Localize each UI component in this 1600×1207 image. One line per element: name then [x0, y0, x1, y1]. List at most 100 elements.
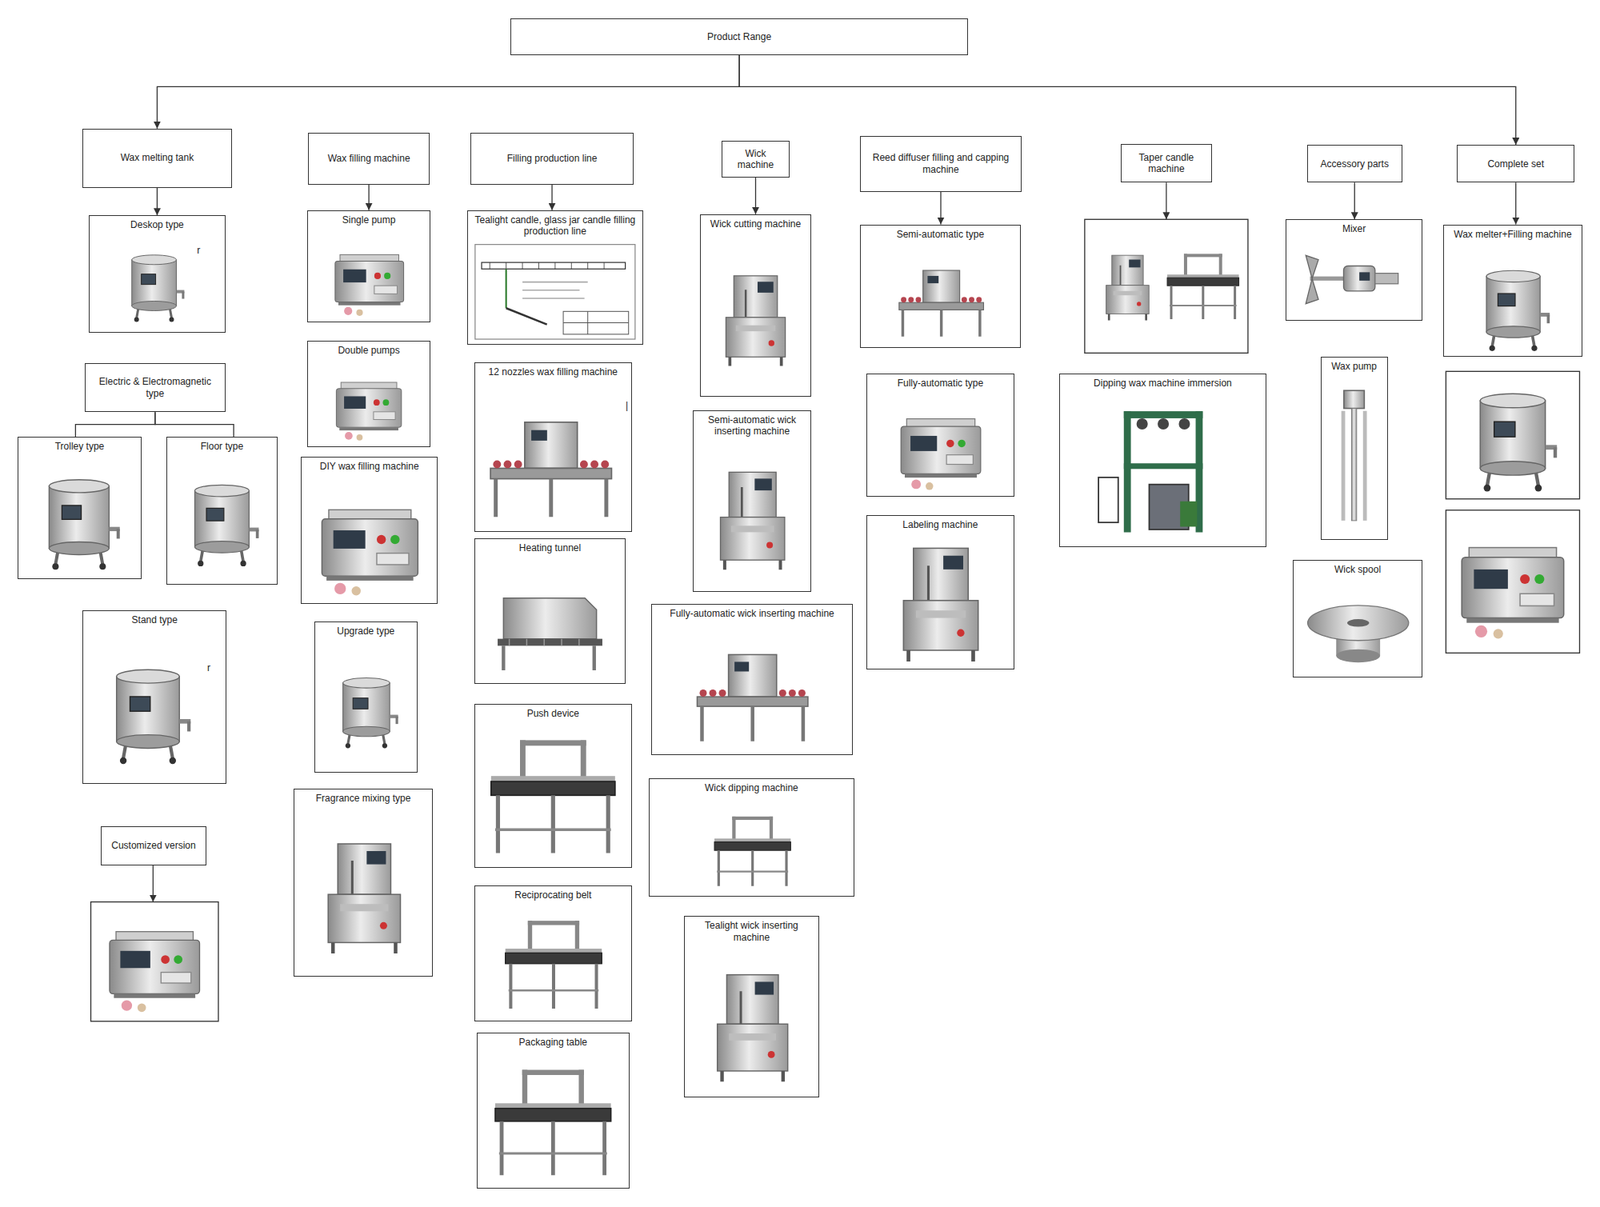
machine-picture: [1461, 548, 1564, 640]
category-box: Wax melting tank: [82, 128, 232, 188]
machine-picture: [1486, 270, 1550, 352]
node-label: Push device: [480, 708, 626, 720]
product-box: Semi-automatic type: [860, 224, 1020, 348]
connector-arrow: [156, 55, 740, 129]
node-label: Accessory parts: [1312, 158, 1397, 170]
product-box: Fully-automatic type: [866, 373, 1015, 497]
node-label: DIY wax filling machine: [306, 460, 432, 472]
product-box: Fully-automatic wick inserting machine: [651, 604, 854, 756]
category-box: Wax filling machine: [308, 132, 430, 185]
node-label: Wax melting tank: [88, 152, 226, 164]
product-box: Trolley type: [17, 436, 143, 580]
node-label: Double pumps: [312, 344, 425, 356]
machine-picture: [48, 480, 120, 571]
layout-drawing: [475, 244, 636, 340]
category-box: Electric & Electromagnetic type: [84, 363, 226, 412]
node-label: Single pump: [312, 214, 425, 226]
picture-box: [1445, 371, 1580, 499]
machine-picture: [1480, 393, 1557, 492]
node-label: 12 nozzles wax filling machine: [480, 366, 626, 378]
node-label: Upgrade type: [320, 625, 412, 637]
machine-picture: [497, 598, 603, 671]
machine-picture: [490, 422, 612, 517]
machine-picture: [1167, 253, 1240, 320]
connector-arrow: [368, 184, 369, 211]
product-box: Stand type: [82, 610, 227, 784]
machine-picture: [1106, 255, 1150, 320]
node-label: Tealight candle, glass jar candle fillin…: [472, 214, 637, 238]
machine-picture: [1308, 605, 1409, 663]
category-box: Filling production line: [470, 132, 634, 185]
machine-picture: [335, 254, 404, 316]
product-box: Wick spool: [1292, 560, 1423, 678]
node-label: Fragrance mixing type: [299, 792, 427, 804]
product-box: Upgrade type: [314, 621, 418, 773]
picture-box: [1445, 510, 1580, 654]
picture-box: [1084, 219, 1248, 353]
machine-picture: [495, 1070, 612, 1176]
product-box: Tealight candle, glass jar candle fillin…: [467, 210, 643, 345]
machine-picture: [336, 382, 401, 441]
machine-picture: [491, 740, 616, 853]
node-label: Trolley type: [23, 440, 137, 452]
machine-picture: [321, 509, 418, 596]
category-box: Customized version: [100, 826, 206, 865]
product-box: Tealight wick inserting machine: [684, 916, 820, 1098]
connector-arrow: [739, 55, 1516, 145]
node-label: Tealight wick inserting machine: [689, 920, 815, 944]
product-box: Wax melter+Filling machine: [1443, 224, 1584, 358]
machine-picture: [720, 472, 785, 570]
product-box: Fragrance mixing type: [293, 788, 432, 977]
category-box: Wick machine: [721, 140, 790, 178]
node-label: Wax filling machine: [313, 152, 424, 164]
machine-picture: [328, 844, 400, 954]
machine-picture: [505, 920, 603, 1009]
node-label: Customized version: [106, 840, 200, 852]
connector-arrow: [156, 188, 158, 216]
node-label: Deskop type: [94, 219, 220, 231]
machine-picture: [725, 276, 785, 367]
product-box: Double pumps: [307, 340, 431, 448]
product-box: Wax pump: [1320, 356, 1388, 540]
machine-picture: [132, 255, 185, 323]
node-label: Floor type: [172, 440, 272, 452]
product-box: Heating tunnel: [474, 538, 626, 684]
stray-mark: |: [625, 400, 628, 412]
connector-arrow: [1515, 182, 1516, 224]
node-label: Wick spool: [1298, 564, 1417, 576]
connector-arrow: [551, 184, 552, 211]
node-label: Reed diffuser filling and capping machin…: [865, 152, 1016, 176]
product-box: Wick dipping machine: [648, 778, 854, 897]
machine-picture: [1341, 390, 1368, 521]
node-label: Electric & Electromagnetic type: [90, 376, 220, 400]
stray-mark: r: [196, 244, 200, 256]
machine-picture: [194, 484, 259, 567]
machine-picture: [696, 654, 808, 741]
product-box: Dipping wax machine immersion: [1059, 373, 1267, 548]
node-label: Filling production line: [476, 152, 628, 164]
node-label: Mixer: [1291, 223, 1417, 235]
arrow-line: [1165, 182, 1167, 220]
node-label: Heating tunnel: [480, 542, 620, 554]
connector-arrow: [1354, 182, 1356, 220]
connector-arrow: [75, 412, 155, 437]
product-box: Mixer: [1285, 219, 1423, 320]
product-box: Push device: [474, 704, 632, 868]
node-label: Semi-automatic type: [865, 228, 1015, 240]
product-box: Labeling machine: [866, 515, 1015, 670]
stray-mark: r: [207, 662, 211, 674]
machine-picture: [343, 678, 399, 749]
category-box: Accessory parts: [1307, 144, 1403, 183]
node-label: Packaging table: [482, 1036, 624, 1048]
arrow-line: [152, 865, 154, 903]
node-label: Fully-automatic type: [872, 377, 1009, 389]
machine-picture: [1305, 255, 1398, 304]
node-label: Stand type: [88, 614, 221, 626]
node-label: Wick machine: [727, 148, 784, 172]
product-box: Single pump: [307, 210, 431, 323]
node-label: Labeling machine: [872, 519, 1009, 531]
connector-arrow: [755, 177, 756, 215]
machine-picture: [116, 669, 192, 764]
product-box: DIY wax filling machine: [300, 456, 438, 604]
product-box: Packaging table: [476, 1032, 630, 1189]
